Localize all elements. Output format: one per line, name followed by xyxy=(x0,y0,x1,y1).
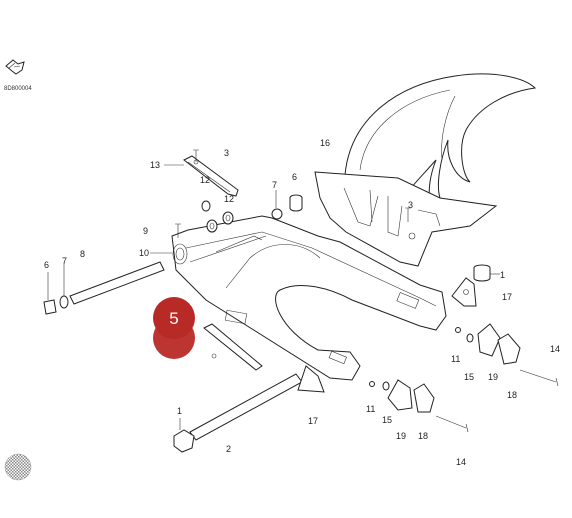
chain-adjuster-part xyxy=(477,323,501,357)
callout-16: 16 xyxy=(320,138,330,148)
adjuster-plate-part xyxy=(413,383,435,413)
callout-19: 19 xyxy=(396,431,406,441)
hotspot-marker-5[interactable]: 5 xyxy=(153,297,195,359)
washer-part xyxy=(271,208,283,220)
callout-17: 17 xyxy=(502,292,512,302)
callout-7: 7 xyxy=(272,180,277,190)
callout-3: 3 xyxy=(408,200,413,210)
chain-adjuster-part xyxy=(387,379,413,411)
pivot-shaft-part xyxy=(69,261,165,305)
leader-lines xyxy=(47,164,500,430)
hotspot-label: 5 xyxy=(169,309,178,328)
screw-part xyxy=(193,149,199,162)
washer-part xyxy=(455,327,461,333)
washer-part xyxy=(206,219,218,233)
adjuster-bolt-part xyxy=(435,415,469,433)
callout-8: 8 xyxy=(80,249,85,259)
callout-2: 2 xyxy=(226,444,231,454)
callout-3: 3 xyxy=(224,148,229,158)
callout-12: 12 xyxy=(224,194,234,204)
adjuster-bolt-part xyxy=(519,369,559,387)
checkered-globe-icon xyxy=(4,453,32,481)
callout-6: 6 xyxy=(292,172,297,182)
screw-part xyxy=(211,353,217,359)
callout-18: 18 xyxy=(418,431,428,441)
adjuster-plate-part xyxy=(497,333,521,365)
callout-15: 15 xyxy=(464,372,474,382)
callout-1: 1 xyxy=(177,406,182,416)
washer-part xyxy=(59,295,69,309)
callout-17: 17 xyxy=(308,416,318,426)
bush-part xyxy=(289,194,303,212)
callout-19: 19 xyxy=(488,372,498,382)
hotspot-circle xyxy=(153,297,195,339)
callout-14: 14 xyxy=(550,344,560,354)
screw-part xyxy=(405,207,411,222)
callout-12: 12 xyxy=(200,175,210,185)
chain-guide-part xyxy=(183,155,239,197)
callout-1: 1 xyxy=(500,270,505,280)
washer-part xyxy=(369,381,375,387)
callout-11: 11 xyxy=(366,404,375,414)
rubber-bush-part xyxy=(473,264,491,282)
mount-bracket-part xyxy=(451,277,477,307)
axle-nut-part xyxy=(173,429,195,453)
callout-9: 9 xyxy=(143,226,148,236)
rear-mudguard-part xyxy=(344,73,537,201)
washer-part xyxy=(382,381,390,391)
washer-part xyxy=(222,211,234,225)
swingarm-part xyxy=(171,215,447,381)
orientation-arrow-icon xyxy=(5,59,25,75)
bracket-part xyxy=(203,323,263,371)
callout-15: 15 xyxy=(382,415,392,425)
axle-part xyxy=(189,373,303,441)
callout-10: 10 xyxy=(139,248,149,258)
washer-part xyxy=(466,333,474,343)
washer-part xyxy=(201,200,211,212)
callout-6: 6 xyxy=(44,260,49,270)
callout-14: 14 xyxy=(456,457,466,467)
diagram-code: 8D800004 xyxy=(4,86,32,92)
callout-11: 11 xyxy=(451,354,460,364)
mudguard-bracket-part xyxy=(314,171,498,267)
nut-part xyxy=(43,299,57,315)
callout-18: 18 xyxy=(507,390,517,400)
callout-7: 7 xyxy=(62,256,67,266)
callout-13: 13 xyxy=(150,160,160,170)
screw-part xyxy=(175,223,181,238)
mount-bracket-part xyxy=(297,365,325,393)
